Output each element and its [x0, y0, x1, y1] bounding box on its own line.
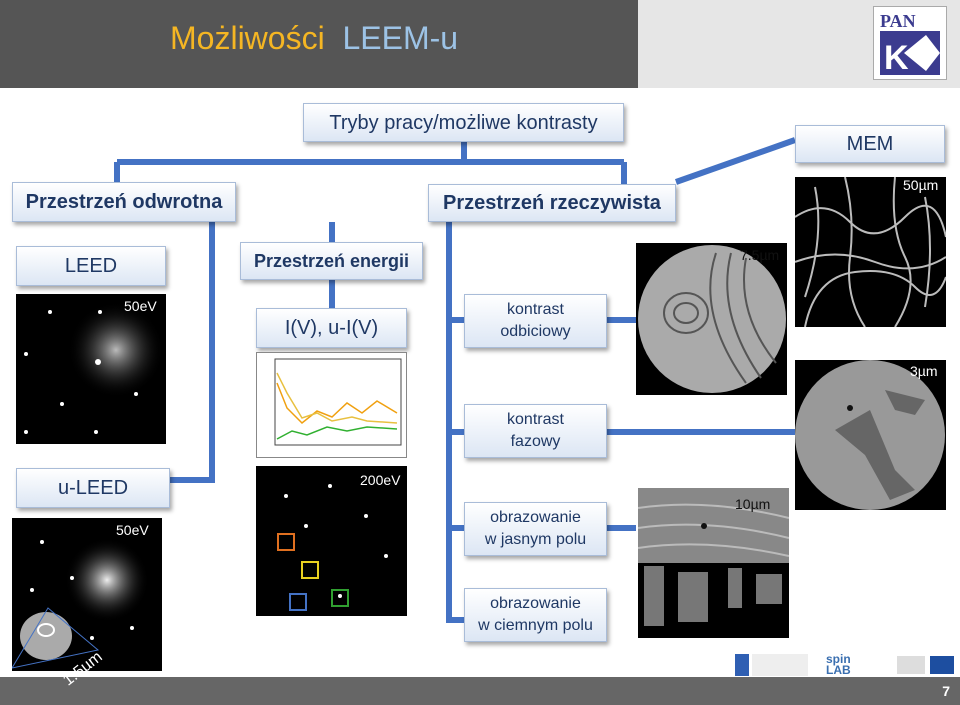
phase-line2: fazowy	[510, 433, 561, 450]
reciprocal-label: Przestrzeń odwrotna	[25, 191, 223, 213]
footer	[0, 677, 960, 705]
spinlab-text1: spin	[826, 652, 851, 666]
energy-space-box: Przestrzeń energii	[240, 242, 423, 280]
eu-funds-logo	[735, 654, 749, 676]
iv-label: I(V), u-I(V)	[284, 317, 379, 339]
leed-label: LEED	[64, 255, 118, 277]
energy-label: Przestrzeń energii	[253, 251, 410, 271]
mem-scale: 50µm	[903, 177, 939, 193]
phase-scale: 3µm	[910, 363, 938, 379]
reflection-scale: 7.5µm	[740, 247, 780, 263]
spots-image	[256, 466, 407, 616]
bright-line2: w jasnym polu	[484, 531, 587, 548]
mem-image	[795, 177, 946, 327]
page-title: Możliwości LEEM-u	[170, 18, 458, 58]
leed-pattern	[16, 294, 166, 444]
bright-dark-field-image	[638, 488, 789, 638]
uleed-label: u-LEED	[57, 477, 129, 499]
mem-label: MEM	[846, 133, 894, 155]
pan-logo: PAN K	[873, 6, 947, 80]
phase-contrast-image	[795, 360, 946, 510]
uleed-pattern	[12, 518, 162, 671]
dark-line2: w ciemnym polu	[478, 617, 593, 634]
mem-box: MEM	[795, 125, 945, 163]
bright-field-box: obrazowanie w jasnym polu	[464, 502, 607, 556]
title-accent: Możliwości	[170, 20, 325, 56]
ue-logo-text	[897, 656, 925, 674]
uleed-box: u-LEED	[16, 468, 170, 508]
spinlab-text2: LAB	[826, 663, 851, 677]
reflection-contrast-box: kontrast odbiciowy	[464, 294, 607, 348]
reflection-contrast-image	[636, 243, 787, 395]
title-sub: LEEM-u	[342, 20, 459, 56]
reflect-line2: odbiciowy	[500, 323, 571, 340]
reciprocal-space-box: Przestrzeń odwrotna	[12, 182, 236, 222]
iv-plot	[256, 352, 407, 458]
iv-box: I(V), u-I(V)	[256, 308, 407, 348]
bright-field-scale: 10µm	[735, 496, 771, 512]
page-number: 7	[942, 683, 950, 699]
eu-flag-icon	[930, 656, 954, 674]
bright-line1: obrazowanie	[490, 509, 581, 526]
phase-line1: kontrast	[507, 411, 564, 428]
root-label: Tryby pracy/możliwe kontrasty	[329, 111, 598, 134]
logo-letter: K	[884, 39, 909, 77]
reflect-line1: kontrast	[507, 301, 564, 318]
real-space-box: Przestrzeń rzeczywista	[428, 184, 676, 222]
spots-energy: 200eV	[360, 472, 401, 488]
dark-line1: obrazowanie	[490, 595, 581, 612]
uleed-energy: 50eV	[116, 522, 149, 538]
dark-field-box: obrazowanie w ciemnym polu	[464, 588, 607, 642]
logo-text: PAN	[880, 11, 916, 31]
leed-box: LEED	[16, 246, 166, 286]
program-logo	[752, 654, 808, 676]
phase-contrast-box: kontrast fazowy	[464, 404, 607, 458]
root-box: Tryby pracy/możliwe kontrasty	[303, 103, 624, 142]
real-label: Przestrzeń rzeczywista	[443, 192, 661, 214]
leed-energy: 50eV	[124, 298, 157, 314]
